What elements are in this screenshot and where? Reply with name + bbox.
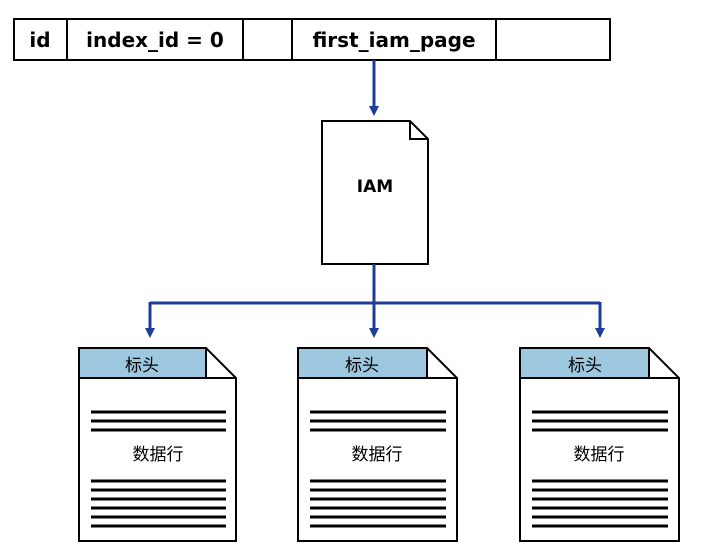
page-header-label: 标头 [345, 356, 379, 376]
page-fold [426, 348, 457, 379]
row-lines-top [310, 410, 446, 432]
iam-page-outline [321, 120, 429, 265]
page-header-band [521, 349, 648, 378]
row-lines-bottom [310, 479, 446, 528]
page-body-label: 数据行 [352, 445, 403, 465]
row-lines-top [532, 410, 668, 432]
iam-label: IAM [357, 177, 393, 197]
page-fold [205, 348, 236, 379]
branch-arrows [145, 264, 605, 338]
cell-first-iam-page: first_iam_page [312, 28, 475, 52]
data-page-1: 标头 数据行 [78, 347, 237, 542]
sysindexes-row: id index_id = 0 first_iam_page [13, 18, 611, 61]
data-page-2: 标头 数据行 [297, 347, 458, 542]
row-lines-bottom [532, 479, 668, 528]
page-fold [648, 348, 679, 379]
row-lines-bottom [91, 479, 226, 528]
row-lines-top [91, 410, 226, 432]
data-page-3: 标头 数据行 [519, 347, 680, 542]
page-body-label: 数据行 [133, 445, 184, 465]
page-outline [519, 347, 680, 542]
page-body-label: 数据行 [574, 445, 625, 465]
cell-id: id [29, 28, 50, 52]
page-outline [297, 347, 458, 542]
iam-page: IAM [321, 120, 429, 265]
iam-page-fold [409, 121, 428, 140]
page-header-band [299, 349, 426, 378]
cell-index-id: index_id = 0 [86, 28, 224, 52]
page-outline [78, 347, 237, 542]
page-header-band [80, 349, 205, 378]
row-outline [13, 18, 611, 61]
page-header-label: 标头 [125, 356, 159, 376]
page-header-label: 标头 [568, 356, 602, 376]
